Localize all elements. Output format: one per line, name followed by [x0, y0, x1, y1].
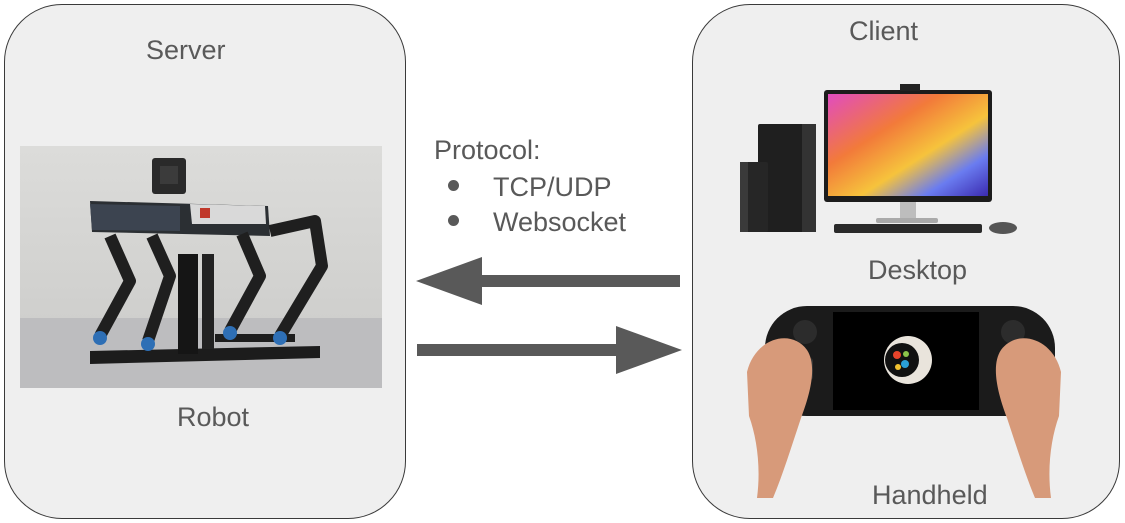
bullet-icon [448, 180, 459, 192]
handheld-label: Handheld [872, 480, 988, 510]
arrow-right-icon [417, 326, 682, 374]
protocol-list: Protocol: TCP/UDP Websocket [434, 135, 626, 240]
handheld-console-icon [747, 306, 1061, 498]
robot-label: Robot [177, 402, 250, 432]
desktop-label: Desktop [868, 255, 968, 285]
server-title: Server [146, 35, 226, 65]
protocol-item-label: TCP/UDP [493, 172, 612, 202]
bullet-icon [448, 215, 459, 227]
desktop-computer-icon [740, 84, 1017, 234]
arrow-left-icon [416, 257, 680, 305]
protocol-item-websocket: Websocket [434, 205, 626, 240]
protocol-item-tcp-udp: TCP/UDP [434, 170, 626, 205]
communication-arrows [416, 257, 682, 374]
protocol-item-label: Websocket [493, 207, 627, 237]
client-title: Client [849, 16, 919, 46]
robot-image [20, 146, 382, 388]
protocol-title: Protocol: [434, 135, 541, 165]
